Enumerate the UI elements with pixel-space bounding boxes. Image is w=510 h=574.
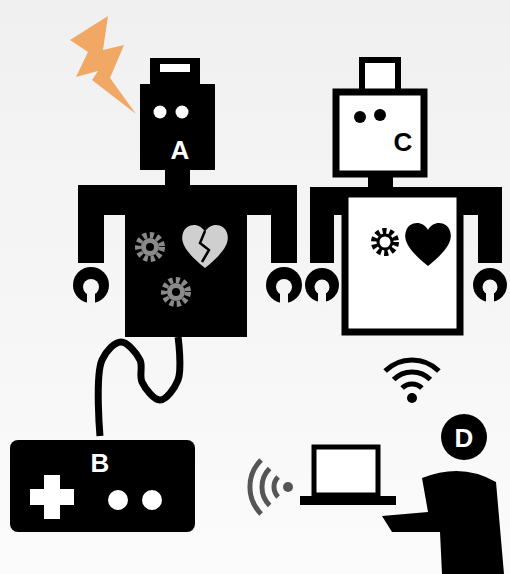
d-pad (44, 475, 60, 519)
node-letter: C (383, 127, 423, 157)
person-head-shape (441, 414, 487, 460)
claw-gap (486, 287, 494, 307)
heart-crack (200, 231, 209, 262)
gear (374, 231, 396, 253)
wifi-signal (250, 460, 293, 514)
happy-robot (305, 60, 507, 332)
robot-head (140, 84, 215, 170)
controller-node: B (8, 436, 198, 534)
node-letter: D (444, 423, 484, 453)
robot-eye (374, 109, 386, 121)
robot-node: C (300, 50, 508, 335)
laptop-screen (314, 447, 378, 495)
robot-eye (176, 106, 189, 119)
robot-node: A (70, 55, 305, 337)
gear (164, 280, 188, 304)
robot-torso (345, 194, 460, 332)
heart (405, 223, 451, 266)
controller-drawing (10, 440, 195, 532)
node-letter: A (160, 135, 200, 165)
robot-arm (310, 187, 334, 263)
robot-torso (125, 185, 247, 337)
robot-arm (271, 185, 297, 263)
robot-eye (154, 106, 167, 119)
cable (98, 337, 180, 436)
claw-gap (318, 287, 326, 307)
person-at-laptop (300, 414, 504, 574)
laptop-base (300, 496, 396, 505)
robot-eye (354, 111, 366, 123)
wifi-signal (385, 360, 439, 403)
gear (138, 235, 162, 259)
lightning-bolt (70, 16, 136, 114)
robot-antenna (362, 60, 398, 92)
claw-gap (280, 287, 288, 307)
broken-robot (73, 58, 302, 337)
robot-arm (78, 185, 104, 263)
antenna-slot (160, 64, 190, 72)
controller-body (10, 440, 195, 532)
broken-heart (182, 225, 228, 268)
robot-antenna (150, 58, 200, 86)
person-body (382, 471, 504, 574)
controller-button (108, 490, 128, 510)
controller-button (142, 490, 162, 510)
robot-head (336, 92, 424, 174)
person-node: D (441, 414, 487, 460)
robot-arm (478, 187, 502, 263)
claw-gap (87, 287, 95, 307)
node-letter: B (80, 448, 120, 478)
